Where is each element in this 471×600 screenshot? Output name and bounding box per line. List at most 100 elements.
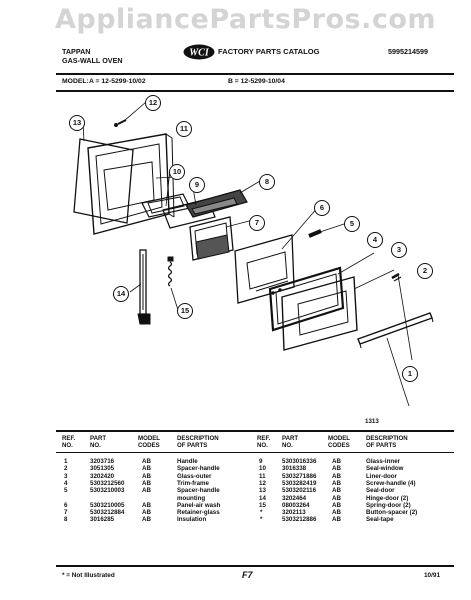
- table-rule-top: [56, 430, 454, 432]
- left-row-1-ref: 1: [64, 458, 68, 465]
- wci-logo-mark: WCI: [183, 44, 215, 60]
- callout-10: 10: [169, 164, 185, 180]
- door-liner: [87, 133, 175, 235]
- right-row-2-code: AB: [332, 465, 341, 473]
- right-row-1-desc: Glass-inner: [366, 458, 401, 465]
- left-row-7-desc: Retainer-glass: [177, 509, 220, 517]
- left-row-7-ref: 7: [64, 509, 68, 517]
- left-row-5-desc-cont: mounting: [177, 494, 206, 502]
- door-seal: [73, 138, 134, 224]
- right-row-9-desc: Seal-tape: [366, 516, 394, 524]
- right-row-6-code: AB: [332, 494, 341, 502]
- catalog-title: FACTORY PARTS CATALOG: [218, 47, 320, 56]
- callout-7: 7: [249, 215, 265, 231]
- callout-14: 14: [113, 286, 129, 302]
- left-row-2-code: AB: [142, 465, 151, 473]
- wci-logo: WCI: [183, 44, 215, 60]
- callout-3: 3: [391, 242, 407, 258]
- callout-6: 6: [314, 200, 330, 216]
- right-row-2-ref: 10: [259, 465, 266, 473]
- header-rule-top: [56, 73, 454, 75]
- left-row-5-ref: 5: [64, 487, 68, 495]
- left-row-4-desc: Trim-frame: [177, 479, 209, 487]
- model-b: B = 12-5299-10/04: [228, 78, 285, 85]
- right-row-8-part: 3202113: [282, 509, 306, 517]
- retainer-glass: [189, 216, 234, 261]
- left-row-5-part: 5303210003: [90, 487, 125, 495]
- right-row-5-desc: Seal-door: [366, 487, 395, 495]
- right-row-3-part: 5303271886: [282, 472, 317, 480]
- revision-date: 10/91: [424, 572, 440, 579]
- callout-1: 1: [402, 366, 418, 382]
- figure-number: 1313: [365, 418, 379, 425]
- brand-name: TAPPAN: [62, 47, 91, 56]
- left-row-6-desc: Panel-air wash: [177, 501, 221, 509]
- callout-4: 4: [367, 232, 383, 248]
- door-hinge: [137, 249, 151, 325]
- left-row-6-part: 5303210005: [90, 501, 125, 509]
- right-row-8-code: AB: [332, 509, 341, 517]
- header-rule-bottom: [56, 90, 454, 92]
- watermark: AppliancePartsPros.com: [55, 4, 437, 35]
- right-row-9-code: AB: [332, 516, 341, 524]
- left-row-1-desc: Handle: [177, 458, 198, 465]
- table-header-rule: [56, 452, 454, 453]
- callout-2: 2: [417, 263, 433, 279]
- header-ref-left: REF.NO.: [62, 435, 76, 449]
- right-row-1-part: 5303016336: [282, 458, 317, 465]
- left-row-1-code: AB: [142, 458, 151, 465]
- left-row-4-code: AB: [142, 479, 151, 487]
- callout-13: 13: [69, 115, 85, 131]
- parts-sheet: TAPPAN GAS-WALL OVEN WCI FACTORY PARTS C…: [56, 44, 454, 589]
- right-row-1-ref: 9: [259, 458, 263, 465]
- door-handle: [357, 312, 434, 349]
- right-row-9-part: 5303212886: [282, 516, 317, 524]
- left-row-8-code: AB: [142, 516, 151, 524]
- left-row-3-desc: Glass-outer: [177, 472, 212, 480]
- callout-8: 8: [259, 174, 275, 190]
- right-row-5-part: 5303202116: [282, 487, 317, 495]
- right-row-7-desc: Spring-door (2): [366, 501, 411, 509]
- right-row-9-ref: *: [260, 516, 263, 524]
- left-row-7-part: 5303212884: [90, 509, 125, 517]
- right-row-7-part: 08003264: [282, 501, 310, 509]
- exploded-view-diagram: [73, 101, 434, 407]
- callout-11: 11: [176, 121, 192, 137]
- right-row-1-code: AB: [332, 458, 341, 465]
- logo-text: WCI: [189, 48, 210, 59]
- right-row-4-desc: Screw-handle (4): [366, 479, 416, 487]
- glass-outer: [281, 276, 358, 351]
- right-row-3-code: AB: [332, 472, 341, 480]
- right-row-4-code: AB: [332, 479, 341, 487]
- left-row-5-code: AB: [142, 487, 151, 495]
- right-row-7-ref: 15: [259, 501, 266, 509]
- left-row-6-code: AB: [142, 501, 151, 509]
- left-row-8-desc: Insulation: [177, 516, 207, 524]
- right-row-4-ref: 12: [259, 479, 266, 487]
- product-name: GAS-WALL OVEN: [62, 56, 123, 65]
- handle-spacer: [391, 272, 402, 282]
- not-illustrated-note: * = Not Illustrated: [62, 572, 115, 579]
- right-row-5-code: AB: [332, 487, 341, 495]
- callout-5: 5: [344, 216, 360, 232]
- right-row-3-ref: 11: [259, 472, 266, 480]
- left-row-8-ref: 8: [64, 516, 68, 524]
- right-row-2-part: 3016338: [282, 465, 307, 473]
- callout-12: 12: [145, 95, 161, 111]
- right-row-4-part: 5303282419: [282, 479, 317, 487]
- left-row-2-desc: Spacer-handle: [177, 465, 220, 473]
- handle-mounting-spacer: [308, 229, 322, 238]
- right-row-6-ref: 14: [259, 494, 266, 502]
- callout-9: 9: [189, 177, 205, 193]
- model-a: A = 12-5299-10/02: [89, 78, 146, 85]
- right-row-5-ref: 13: [259, 487, 266, 495]
- left-row-3-part: 3202420: [90, 472, 115, 480]
- catalog-number: 5995214599: [388, 47, 428, 56]
- door-spring: [167, 256, 174, 287]
